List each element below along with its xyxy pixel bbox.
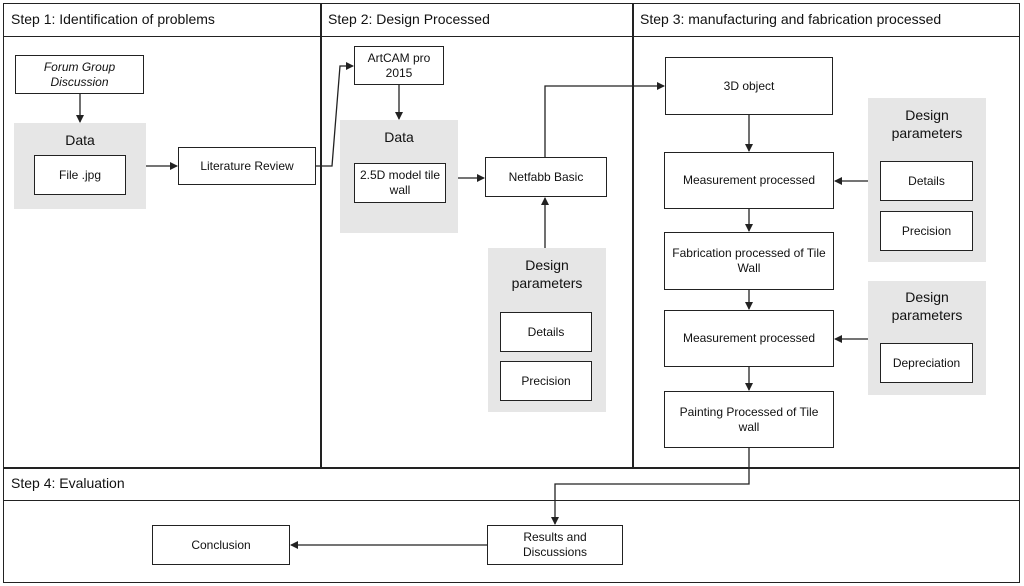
step3-header-row	[632, 3, 1020, 37]
step2-data-label: Data	[384, 129, 414, 145]
step3-details-box: Details	[880, 161, 973, 201]
step3-params2-label: Design parameters	[891, 289, 963, 323]
step3-params1-label: Design parameters	[891, 107, 963, 141]
artcam-box: ArtCAM pro 2015	[354, 46, 444, 85]
conclusion-box: Conclusion	[152, 525, 290, 565]
step4-title: Step 4: Evaluation	[11, 475, 125, 491]
step4-header-row	[3, 467, 1020, 501]
depreciation-box: Depreciation	[880, 343, 973, 383]
measurement-processed-2-box: Measurement processed	[664, 310, 834, 367]
step3-title: Step 3: manufacturing and fabrication pr…	[640, 11, 942, 27]
step2-precision-box: Precision	[500, 361, 592, 401]
step2-title: Step 2: Design Processed	[328, 11, 490, 27]
measurement-processed-1-box: Measurement processed	[664, 152, 834, 209]
step2-header-row	[320, 3, 634, 37]
forum-group-discussion-box: Forum Group Discussion	[15, 55, 144, 94]
file-jpg-box: File .jpg	[34, 155, 126, 195]
step2-params-label: Design parameters	[511, 257, 583, 291]
model-tile-wall-box: 2.5D model tile wall	[354, 163, 446, 203]
results-discussions-box: Results and Discussions	[487, 525, 623, 565]
step1-header-row	[3, 3, 322, 37]
step3-precision-box: Precision	[880, 211, 973, 251]
fabrication-processed-box: Fabrication processed of Tile Wall	[664, 232, 834, 290]
netfabb-box: Netfabb Basic	[485, 157, 607, 197]
step2-details-box: Details	[500, 312, 592, 352]
3d-object-box: 3D object	[665, 57, 833, 115]
step1-data-label: Data	[65, 132, 95, 148]
painting-processed-box: Painting Processed of Tile wall	[664, 391, 834, 448]
literature-review-box: Literature Review	[178, 147, 316, 185]
step1-title: Step 1: Identification of problems	[11, 11, 215, 27]
